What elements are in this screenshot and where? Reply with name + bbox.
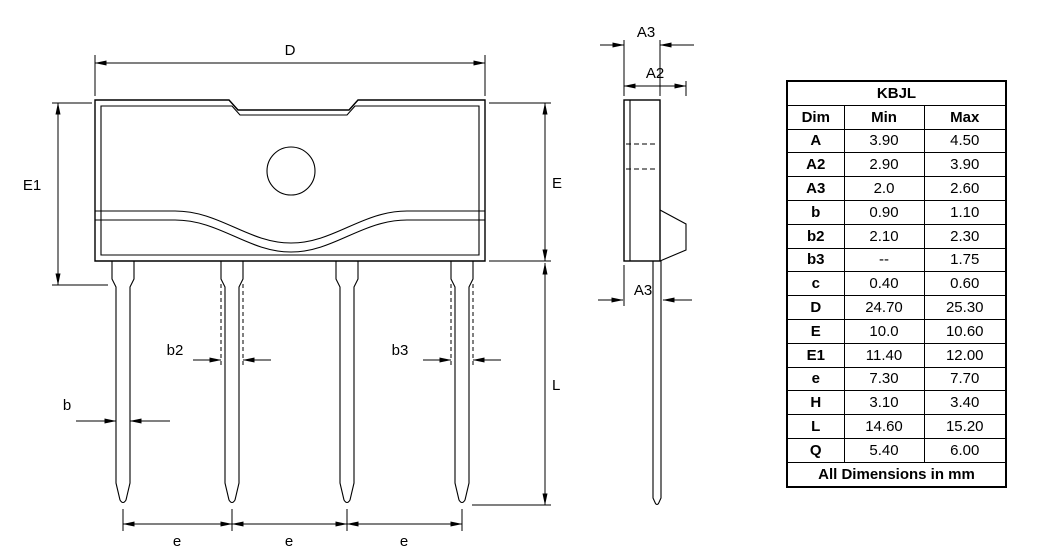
lead-3	[335, 261, 359, 504]
cell-max: 4.50	[923, 128, 1007, 154]
table-row: L 14.60 15.20	[786, 414, 1007, 439]
table-header-row: Dim Min Max	[786, 104, 1007, 130]
dim-label-a3-top: A3	[637, 24, 655, 41]
table-row: b 0.90 1.10	[786, 199, 1007, 225]
side-view	[623, 99, 687, 506]
body-inner-outline	[100, 105, 480, 256]
table-row: A 3.90 4.50	[786, 128, 1007, 154]
table-row: H 3.10 3.40	[786, 390, 1007, 416]
cell-max: 15.20	[923, 414, 1007, 439]
dim-label-e-pitch-1: e	[173, 533, 181, 550]
table-row: A3 2.0 2.60	[786, 176, 1007, 201]
table-row: b2 2.10 2.30	[786, 223, 1007, 249]
cell-min: 14.60	[843, 414, 925, 439]
cell-min: 10.0	[843, 318, 925, 344]
dim-label-b: b	[63, 397, 71, 414]
cell-dim: E	[786, 318, 845, 344]
dim-label-b3: b3	[392, 342, 409, 359]
table-row: Q 5.40 6.00	[786, 437, 1007, 463]
dim-label-d: D	[285, 42, 296, 59]
front-view-dimensions: D E1 E L b b2	[23, 42, 562, 550]
cell-dim: A2	[786, 152, 845, 178]
cell-max: 2.30	[923, 223, 1007, 249]
cell-dim: E1	[786, 342, 845, 368]
cell-dim: D	[786, 295, 845, 320]
cell-min: 2.10	[843, 223, 925, 249]
package-outline-drawing: D E1 E L b b2	[23, 24, 694, 550]
table-row: b3 -- 1.75	[786, 247, 1007, 273]
cell-max: 3.40	[923, 390, 1007, 416]
mounting-hole	[266, 146, 316, 196]
side-body-outline	[623, 99, 661, 262]
cell-dim: b	[786, 199, 845, 225]
cell-dim: A	[786, 128, 845, 154]
cell-max: 0.60	[923, 271, 1007, 297]
cell-max: 1.10	[923, 199, 1007, 225]
cell-dim: b3	[786, 247, 845, 273]
dim-label-e-pitch-2: e	[285, 533, 293, 550]
cell-max: 6.00	[923, 437, 1007, 463]
dim-label-e-pitch-3: e	[400, 533, 408, 550]
table-row: e 7.30 7.70	[786, 366, 1007, 392]
cell-dim: A3	[786, 176, 845, 201]
body-outline	[94, 99, 486, 262]
cell-dim: c	[786, 271, 845, 297]
cell-min: 7.30	[843, 366, 925, 392]
cell-dim: L	[786, 414, 845, 439]
col-header-max: Max	[923, 104, 1007, 130]
cell-min: 2.0	[843, 176, 925, 201]
dim-label-e-height: E	[552, 175, 562, 192]
cell-min: 3.90	[843, 128, 925, 154]
table-row: c 0.40 0.60	[786, 271, 1007, 297]
table-title-row: KBJL	[786, 80, 1007, 106]
cell-min: 5.40	[843, 437, 925, 463]
table-row: A2 2.90 3.90	[786, 152, 1007, 178]
dimension-table: KBJL Dim Min Max A 3.90 4.50 A2 2.90 3.9…	[786, 80, 1007, 488]
table-title: KBJL	[786, 80, 1007, 106]
col-header-dim: Dim	[786, 104, 845, 130]
cell-max: 7.70	[923, 366, 1007, 392]
dim-label-b2: b2	[167, 342, 184, 359]
cell-min: 0.40	[843, 271, 925, 297]
groove-line-upper	[95, 210, 485, 244]
cell-min: 24.70	[843, 295, 925, 320]
cell-min: 3.10	[843, 390, 925, 416]
side-tab-outline	[659, 209, 687, 262]
dim-label-e1: E1	[23, 177, 41, 194]
side-view-dimensions: A3 A2 A3	[598, 24, 694, 306]
side-lead	[652, 261, 662, 506]
cell-max: 3.90	[923, 152, 1007, 178]
cell-dim: H	[786, 390, 845, 416]
lead-1	[111, 261, 135, 504]
dim-label-a3-bottom: A3	[634, 282, 652, 299]
groove-line-lower	[95, 219, 485, 253]
col-header-min: Min	[843, 104, 925, 130]
cell-dim: e	[786, 366, 845, 392]
cell-max: 12.00	[923, 342, 1007, 368]
table-row: D 24.70 25.30	[786, 295, 1007, 320]
cell-max: 2.60	[923, 176, 1007, 201]
cell-min: --	[843, 247, 925, 273]
cell-min: 2.90	[843, 152, 925, 178]
table-row: E1 11.40 12.00	[786, 342, 1007, 368]
table-footer-row: All Dimensions in mm	[786, 461, 1007, 488]
cell-min: 11.40	[843, 342, 925, 368]
front-view	[94, 99, 486, 504]
cell-max: 25.30	[923, 295, 1007, 320]
table-footer: All Dimensions in mm	[786, 461, 1007, 488]
lead-4	[450, 261, 474, 504]
cell-dim: b2	[786, 223, 845, 249]
lead-2	[220, 261, 244, 504]
cell-max: 10.60	[923, 318, 1007, 344]
dim-label-l: L	[552, 377, 560, 394]
cell-max: 1.75	[923, 247, 1007, 273]
table-row: E 10.0 10.60	[786, 318, 1007, 344]
cell-min: 0.90	[843, 199, 925, 225]
cell-dim: Q	[786, 437, 845, 463]
dim-label-a2: A2	[646, 65, 664, 82]
